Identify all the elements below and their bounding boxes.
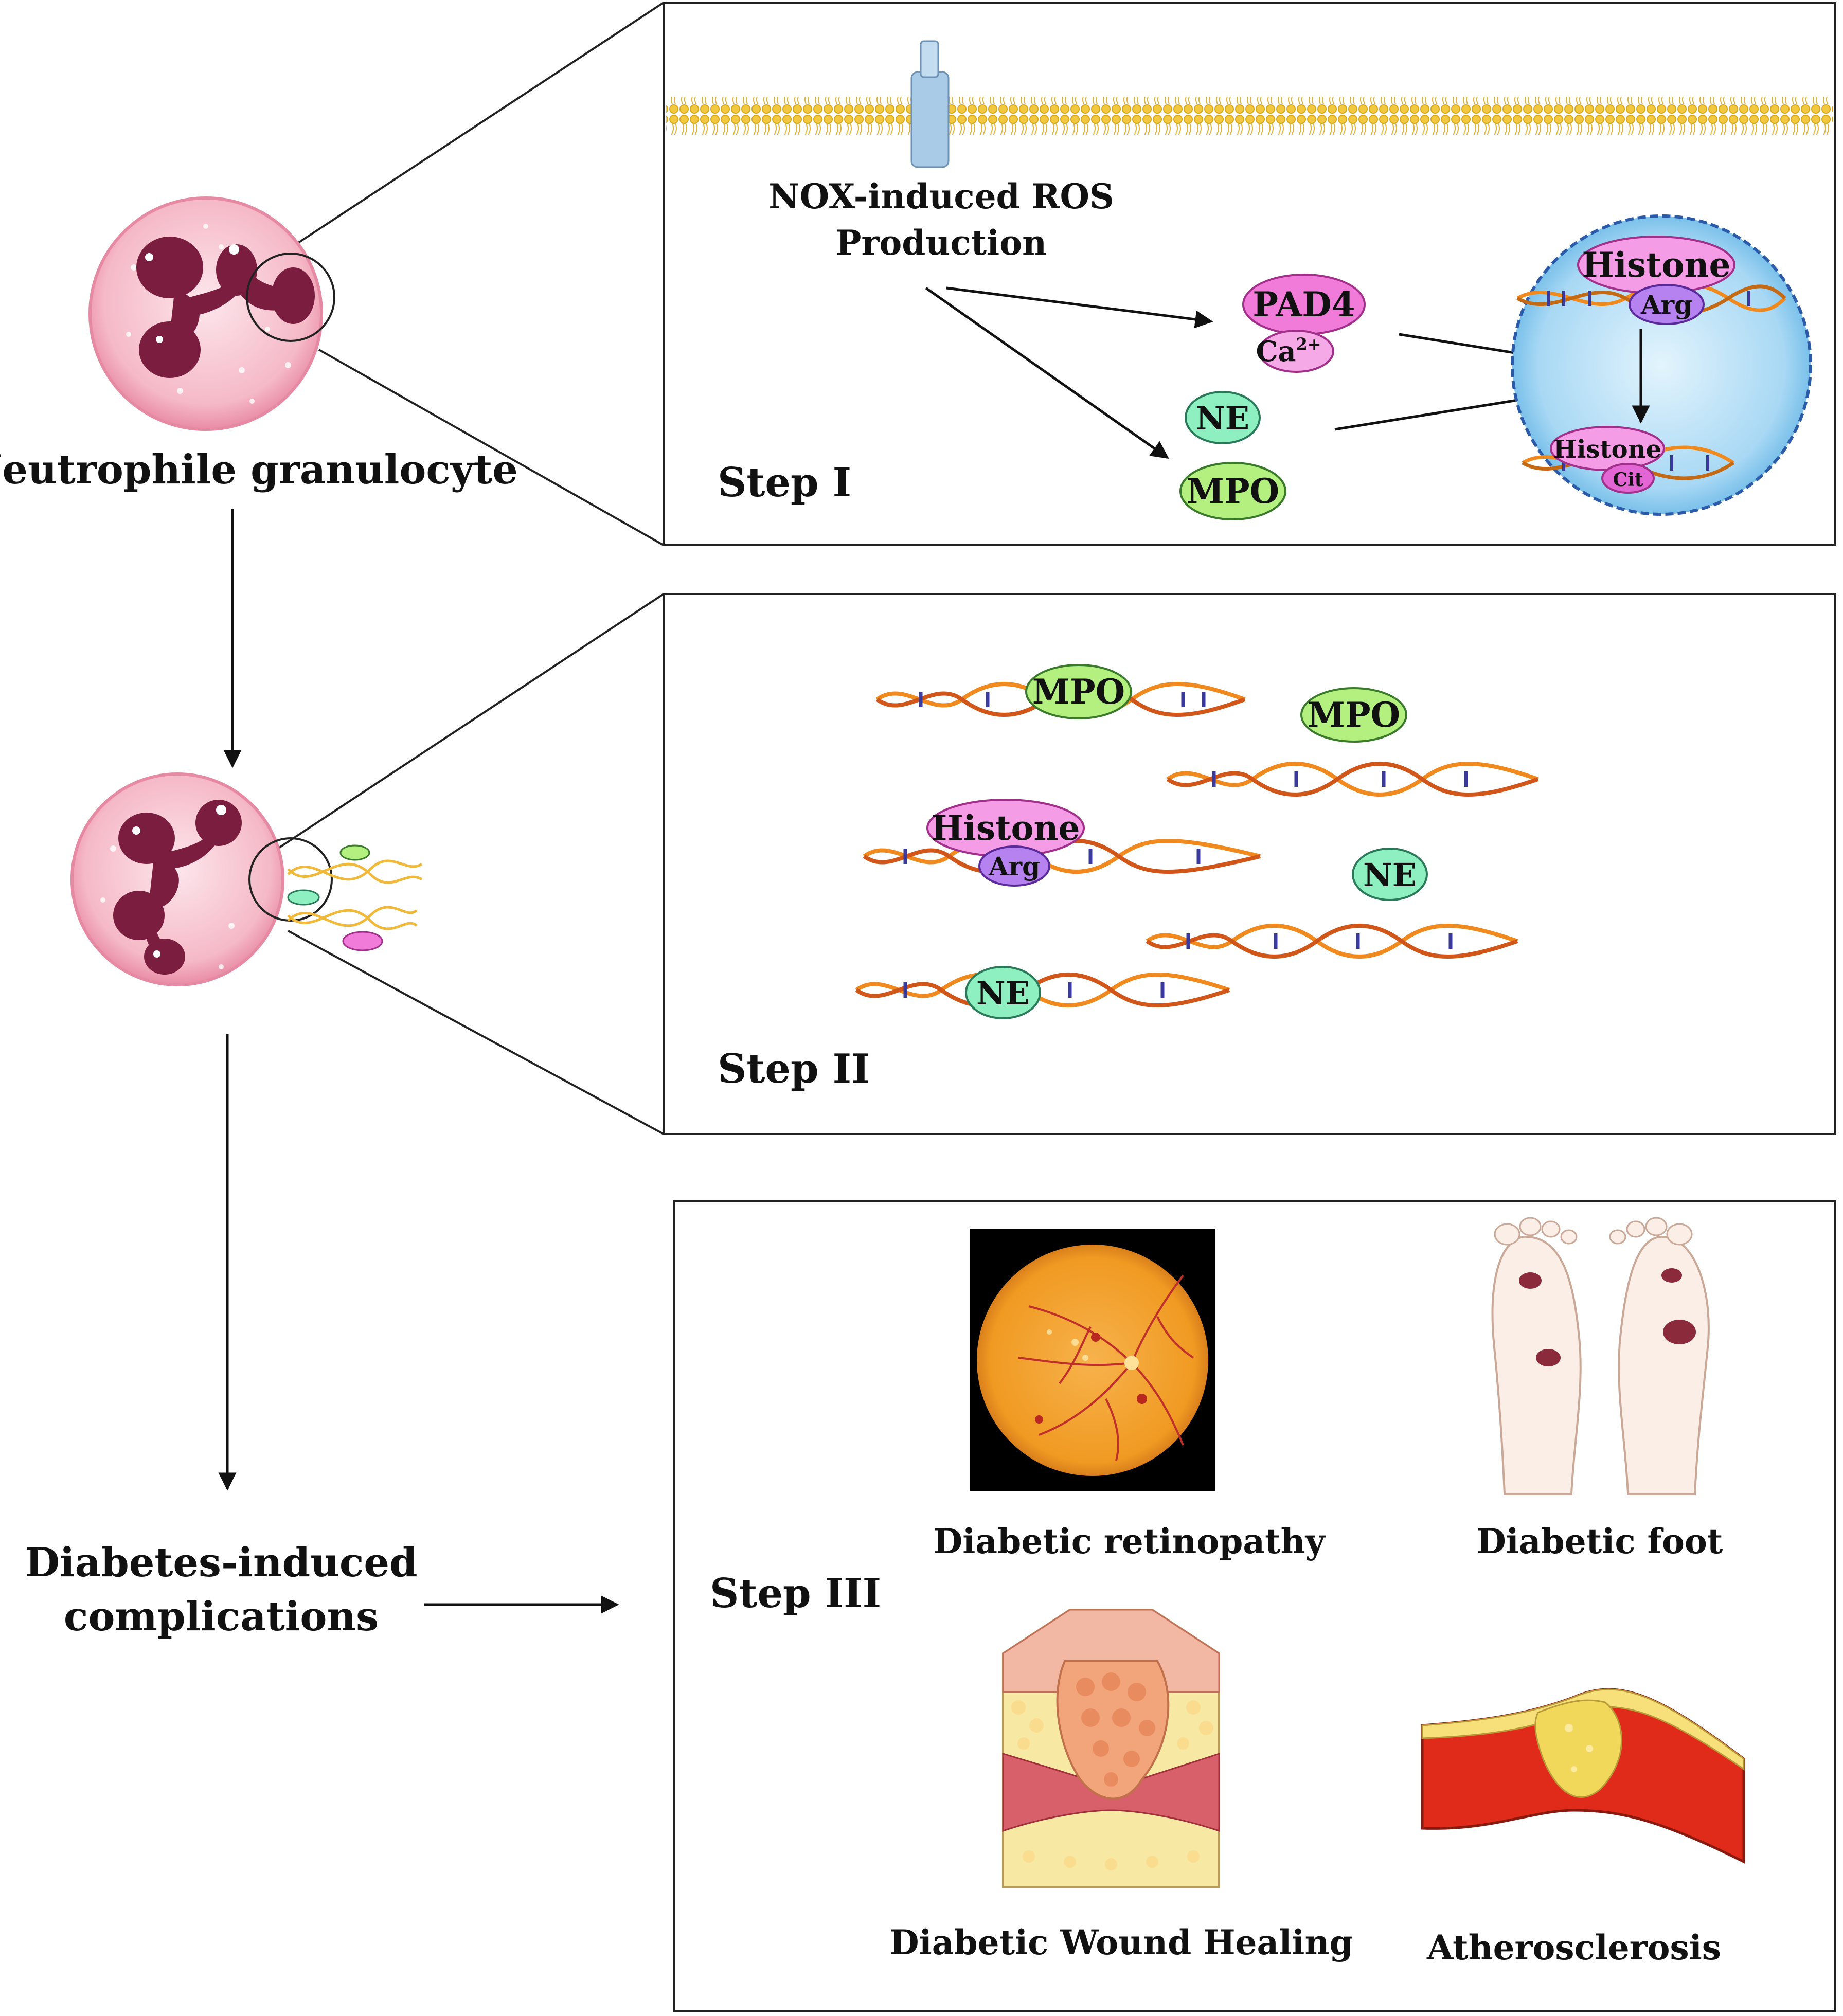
svg-text:Histone: Histone (1582, 245, 1730, 285)
histone-citrullinated: Histone Cit (1550, 426, 1665, 494)
ne-free: NE (1352, 848, 1428, 901)
retina-image (970, 1229, 1215, 1491)
nox-label-line1: NOX-induced ROS (768, 176, 1114, 217)
svg-text:Cit: Cit (1613, 469, 1643, 491)
svg-text:MPO: MPO (1032, 672, 1125, 712)
ne-enzyme: NE (1185, 391, 1261, 444)
cell-label: Neutrophile granulocyte (0, 446, 518, 493)
wound-label: Diabetic Wound Healing (889, 1922, 1353, 1963)
arrow-nox-to-mpo (925, 286, 1169, 459)
ne-on-dna: NE (965, 966, 1041, 1019)
complications-label-line1: Diabetes-induced (25, 1539, 417, 1586)
mpo-free: MPO (1300, 687, 1407, 743)
svg-text:Arg: Arg (988, 851, 1040, 881)
svg-text:MPO: MPO (1187, 471, 1279, 511)
zoom-lines-step1 (279, 2, 665, 546)
step2-title: Step II (718, 1046, 870, 1092)
svg-text:NE: NE (976, 975, 1030, 1012)
zoom-lines-step2 (277, 593, 665, 1135)
svg-text:NE: NE (1196, 400, 1249, 437)
feet-image (1491, 1217, 1710, 1495)
step3-title: Step III (710, 1570, 881, 1617)
neutrophil-net-release-icon (70, 772, 423, 986)
mpo-enzyme: MPO (1179, 462, 1286, 520)
artery-image (1421, 1688, 1745, 1864)
neutrophil-cell-icon (88, 196, 335, 431)
histone-on-dna: Histone Arg (926, 799, 1085, 887)
dna-base-pairs (903, 692, 1468, 998)
foot-label: Diabetic foot (1477, 1521, 1723, 1561)
step1-title: Step I (718, 459, 851, 506)
svg-text:NE: NE (1363, 856, 1417, 894)
svg-text:PAD4: PAD4 (1252, 284, 1355, 325)
svg-text:MPO: MPO (1308, 695, 1400, 735)
retinopathy-label: Diabetic retinopathy (933, 1521, 1326, 1561)
calcium-ion: Ca2+ (1256, 330, 1334, 373)
cell-membrane (666, 97, 1833, 135)
athero-label: Atherosclerosis (1426, 1928, 1721, 1968)
svg-text:Histone: Histone (931, 808, 1080, 848)
nox-channel-icon (910, 40, 950, 168)
complications-label-line2: complications (64, 1593, 379, 1640)
wound-image (1002, 1609, 1220, 1888)
svg-text:Ca2+: Ca2+ (1256, 334, 1321, 368)
step2-panel (663, 593, 1836, 1135)
arrow-nox-to-pad4 (946, 286, 1213, 329)
pad4-enzyme: PAD4 (1242, 274, 1366, 335)
histone-arg: Histone Arg (1577, 236, 1735, 325)
svg-text:Histone: Histone (1553, 435, 1661, 464)
mpo-on-dna: MPO (1025, 664, 1132, 719)
nox-label-line2: Production (836, 223, 1047, 263)
svg-text:Arg: Arg (1640, 290, 1692, 320)
